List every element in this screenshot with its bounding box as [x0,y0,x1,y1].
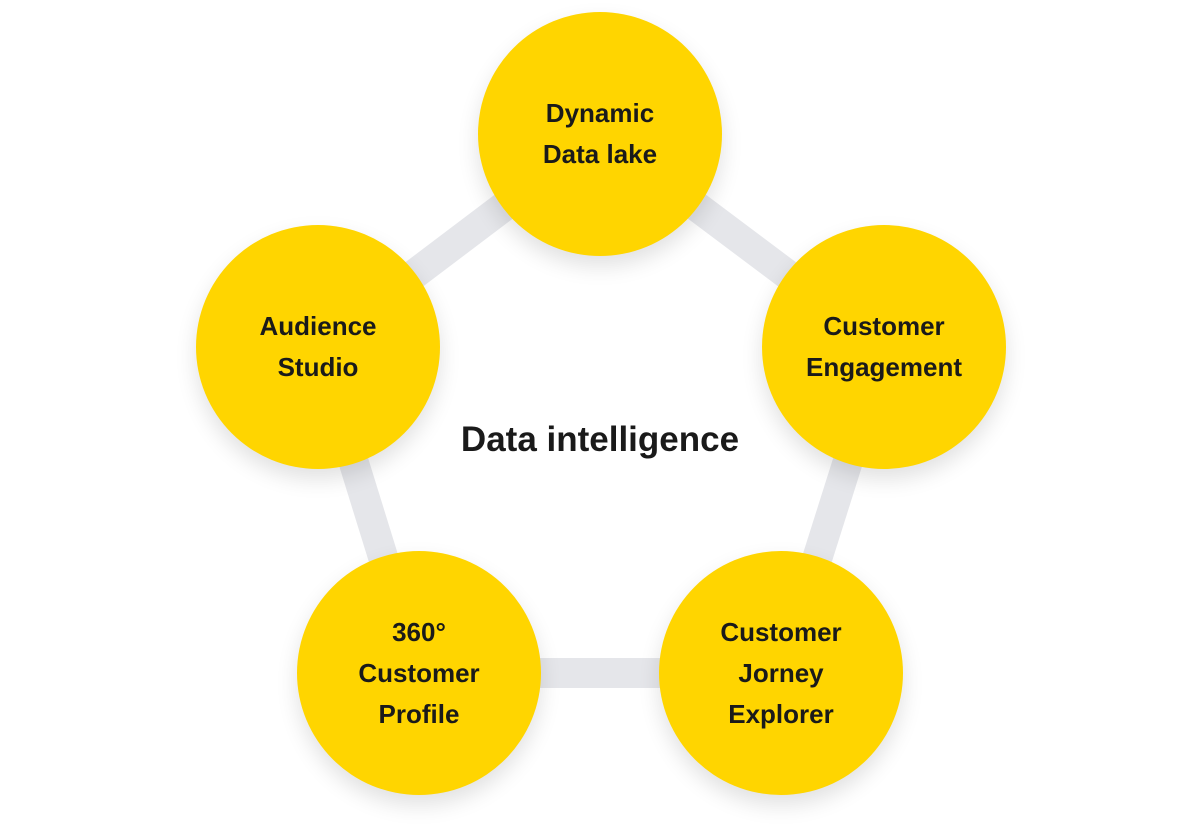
node-label-line: Profile [378,698,460,729]
node-label-line: Customer [720,616,842,647]
node-label-line: Customer [358,657,480,688]
node-label-line: Audience [259,311,377,341]
node-label-line: 360° [392,616,446,647]
node-label-line: Studio [277,352,359,382]
node-dynamic-data-lake: Dynamic Data lake [478,12,722,256]
node-label-line: Engagement [805,352,963,382]
center-title: Data intelligence [460,420,740,459]
node-label-line: Jorney [738,657,824,688]
node-label-line: Dynamic [545,98,655,128]
node-customer-engagement: Customer Engagement [762,225,1006,469]
node-audience-studio: Audience Studio [196,225,440,469]
node-label-line: Data lake [542,139,658,169]
node-customer-jorney-explorer: Customer Jorney Explorer [659,551,903,795]
node-label-line: Customer [823,311,945,341]
node-360-customer-profile: 360° Customer Profile [297,551,541,795]
node-label-line: Explorer [728,698,834,729]
